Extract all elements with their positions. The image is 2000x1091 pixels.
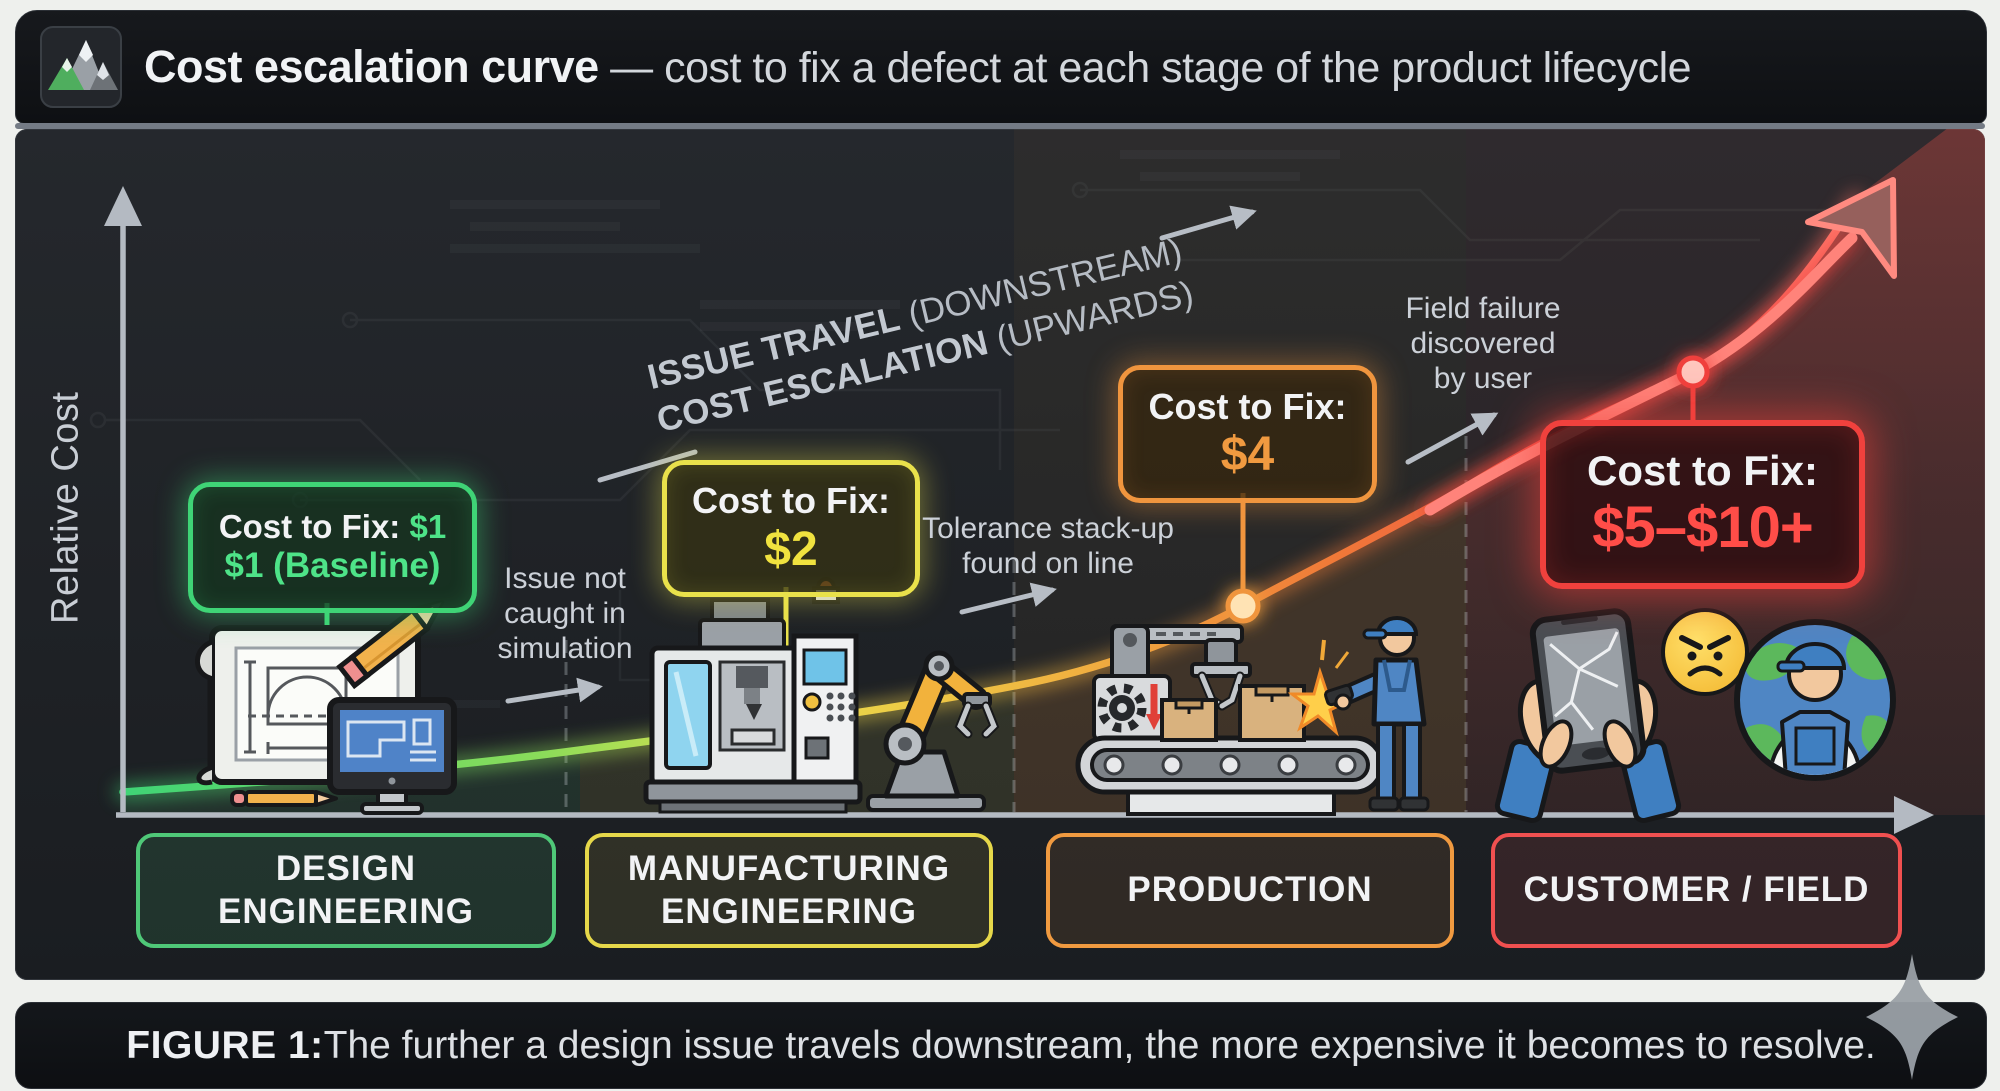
annotation-field-failure: Field failure discovered by user <box>1378 292 1588 396</box>
callout-customer-prefix: Cost to Fix: <box>1587 447 1818 494</box>
callout-manufacturing-prefix: Cost to Fix: <box>692 480 890 522</box>
figure-caption: FIGURE 1: The further a design issue tra… <box>15 1002 1987 1089</box>
stage-label-production: PRODUCTION <box>1046 833 1454 948</box>
mountain-logo-icon <box>40 26 122 108</box>
annotation-field-failure-l2: discovered <box>1410 326 1556 360</box>
callout-design-baseline: $1 (Baseline) <box>224 546 441 586</box>
stage-customer-l1: CUSTOMER / FIELD <box>1523 870 1870 910</box>
annotation-simulation-l3: simulation <box>497 631 633 665</box>
callout-customer: Cost to Fix: $5–$10+ <box>1540 420 1865 589</box>
callout-customer-line1: Cost to Fix: <box>1587 447 1818 495</box>
y-axis-label: Relative Cost <box>44 391 87 625</box>
callout-design-line1: Cost to Fix: $1 <box>219 508 446 546</box>
page-title: Cost escalation curve — cost to fix a de… <box>144 41 1692 93</box>
annotation-tolerance: Tolerance stack-up found on line <box>898 512 1198 582</box>
annotation-simulation: Issue not caught in simulation <box>455 562 675 666</box>
stage-production-l1: PRODUCTION <box>1127 870 1373 910</box>
annotation-simulation-l1: Issue not <box>504 562 626 595</box>
titlebar-divider <box>15 123 1985 129</box>
annotation-simulation-l2: caught in <box>504 596 626 630</box>
callout-production: Cost to Fix: $4 <box>1118 365 1377 503</box>
page-title-rest: — cost to fix a defect at each stage of … <box>598 44 1692 92</box>
callout-design-value: $1 <box>400 508 447 546</box>
stage-label-customer-field: CUSTOMER / FIELD <box>1491 833 1902 948</box>
callout-production-value: $4 <box>1220 428 1275 482</box>
annotation-tolerance-l1: Tolerance stack-up <box>922 512 1174 545</box>
stage-design-l1: DESIGN <box>275 848 417 888</box>
callout-production-prefix: Cost to Fix: <box>1148 385 1347 427</box>
callout-design: Cost to Fix: $1 $1 (Baseline) <box>188 482 477 613</box>
callout-customer-value: $5–$10+ <box>1592 495 1813 561</box>
stage-manufacturing-l1: MANUFACTURING <box>627 848 951 888</box>
stage-label-manufacturing-engineering: MANUFACTURING ENGINEERING <box>585 833 993 948</box>
sparkle-icon <box>1866 954 1958 1080</box>
stage-manufacturing-l2: ENGINEERING <box>660 891 918 931</box>
stage-label-design-engineering: DESIGN ENGINEERING <box>136 833 556 948</box>
title-bar: Cost escalation curve — cost to fix a de… <box>15 10 1987 124</box>
annotation-field-failure-l3: by user <box>1433 361 1533 395</box>
callout-manufacturing: Cost to Fix: $2 <box>662 460 920 597</box>
page-title-bold: Cost escalation curve <box>144 41 599 92</box>
figure-caption-label: FIGURE 1: <box>126 1023 324 1067</box>
callout-manufacturing-value: $2 <box>764 522 818 576</box>
stage-design-l2: ENGINEERING <box>217 891 475 931</box>
callout-production-line1: Cost to Fix: <box>1149 386 1347 427</box>
figure-caption-text: The further a design issue travels downs… <box>323 1023 1876 1067</box>
callout-manufacturing-line1: Cost to Fix: <box>692 480 890 521</box>
annotation-field-failure-l1: Field failure <box>1405 292 1561 325</box>
callout-design-prefix: Cost to Fix: <box>218 508 401 546</box>
annotation-tolerance-l2: found on line <box>962 546 1134 580</box>
